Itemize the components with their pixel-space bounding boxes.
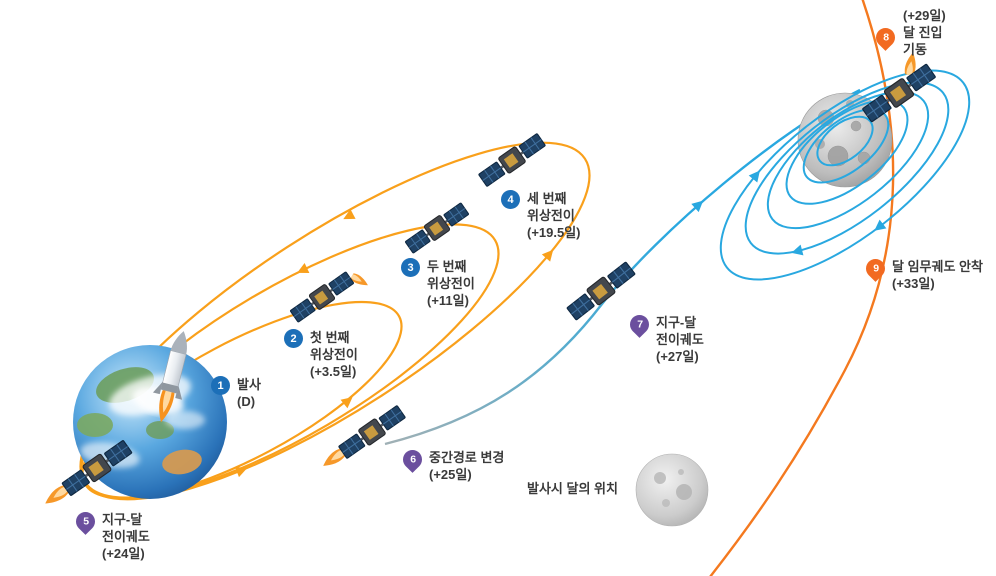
marker-7-pin: 7 xyxy=(626,311,653,338)
lunar-spiral-3 xyxy=(766,90,930,230)
moon-orbit-arc xyxy=(709,0,895,576)
rocket-icon xyxy=(132,331,187,423)
satellite-icon xyxy=(564,258,638,324)
marker-8-label: (+29일) 달 진입 기동 xyxy=(903,8,946,57)
marker-2-badge: 2 xyxy=(284,329,303,348)
marker-4-badge: 4 xyxy=(501,190,520,209)
marker-earth-moon-transfer-start: 5 지구-달 전이궤도 (+24일) xyxy=(72,508,150,562)
lunar-orbit-spirals xyxy=(719,69,971,281)
marker-launch: 1 발사 (D) xyxy=(211,376,261,410)
marker-5-pin: 5 xyxy=(72,508,99,535)
lunar-spiral-2 xyxy=(744,81,950,255)
marker-7-label: 지구-달 전이궤도 (+27일) xyxy=(656,315,704,364)
marker-8-pin: 8 xyxy=(872,24,899,51)
transfer-path xyxy=(384,88,861,446)
moon-at-launch-label: 발사시 달의 위치 xyxy=(527,481,618,496)
marker-2-label: 첫 번째 위상전이 (+3.5일) xyxy=(310,330,358,379)
thruster-flame-icon xyxy=(349,272,371,289)
marker-6-label: 중간경로 변경 (+25일) xyxy=(429,450,505,482)
marker-9-pin: 9 xyxy=(862,255,889,282)
satellite-icon xyxy=(402,199,472,257)
marker-9-label: 달 임무궤도 안착 (+33일) xyxy=(892,259,983,291)
marker-5-label: 지구-달 전이궤도 (+24일) xyxy=(102,512,150,561)
marker-1-badge: 1 xyxy=(211,376,230,395)
marker-second-phasing: 3 두 번째 위상전이 (+11일) xyxy=(401,258,475,309)
moon-at-launch xyxy=(635,453,709,527)
lunar-mission-orbit xyxy=(816,115,874,167)
orbit-arrow-icon xyxy=(294,263,310,278)
marker-4-label: 세 번째 위상전이 (+19.5일) xyxy=(527,191,581,240)
lunar-spiral-5 xyxy=(802,108,890,184)
marker-3-badge: 3 xyxy=(401,258,420,277)
satellite-icon xyxy=(287,268,357,326)
marker-first-phasing: 2 첫 번째 위상전이 (+3.5일) xyxy=(284,329,358,380)
marker-1-label: 발사 (D) xyxy=(237,377,261,409)
marker-earth-moon-transfer: 7 지구-달 전이궤도 (+27일) xyxy=(626,311,704,365)
translunar-transfer xyxy=(384,88,861,446)
lunar-spiral-4 xyxy=(785,99,909,205)
marker-lunar-insertion-burn: 8 (+29일) 달 진입 기동 xyxy=(872,7,946,58)
lunar-spiral-1 xyxy=(719,69,971,281)
marker-midcourse-correction: 6 중간경로 변경 (+25일) xyxy=(399,446,505,483)
marker-6-pin: 6 xyxy=(399,446,426,473)
marker-third-phasing: 4 세 번째 위상전이 (+19.5일) xyxy=(501,190,581,241)
marker-3-label: 두 번째 위상전이 (+11일) xyxy=(427,259,475,308)
satellite-icon xyxy=(476,130,548,190)
marker-mission-orbit-arrival: 9 달 임무궤도 안착 (+33일) xyxy=(862,255,983,292)
